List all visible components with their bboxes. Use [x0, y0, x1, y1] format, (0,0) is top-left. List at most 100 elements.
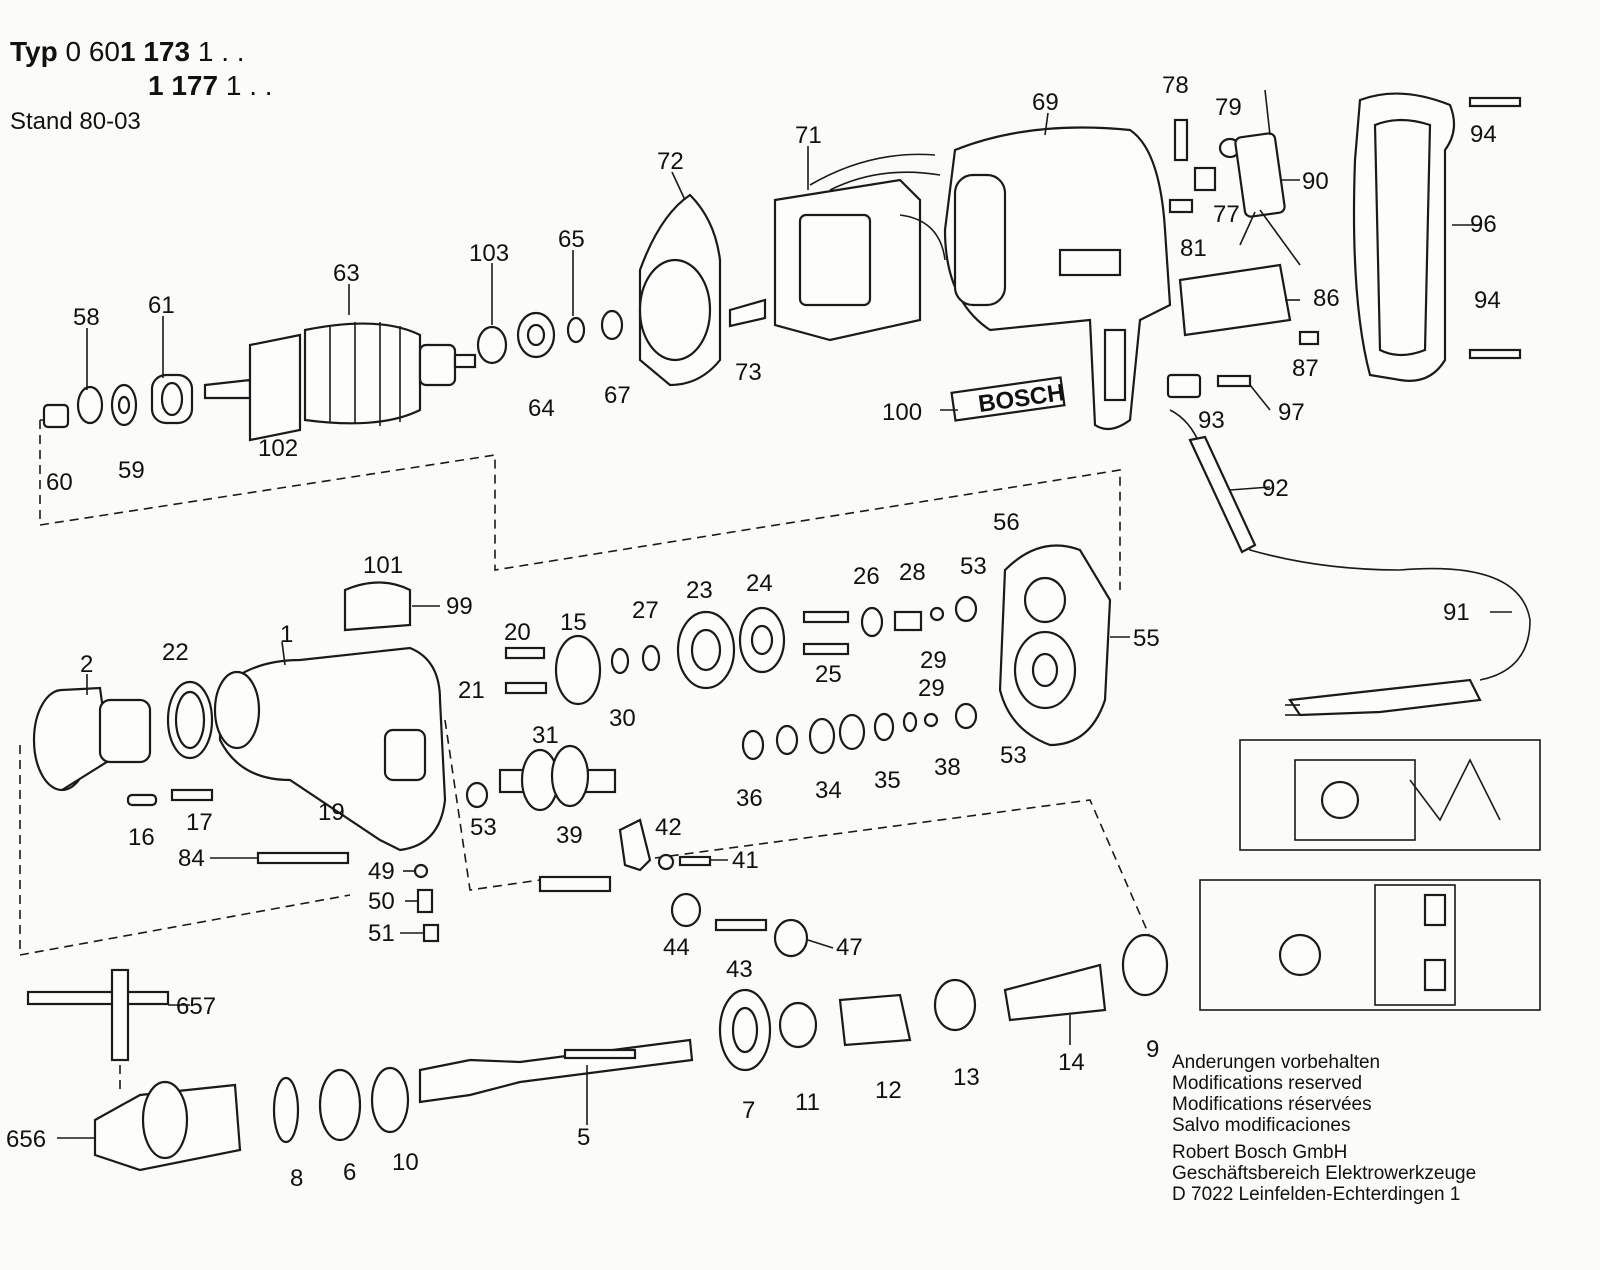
part-38-ring [902, 711, 918, 733]
label-part-61: 61 [148, 292, 175, 319]
part-94-screw-top [1468, 96, 1522, 108]
label-part-58: 58 [73, 304, 100, 331]
label-part-6: 6 [343, 1159, 356, 1186]
part-65-shape [566, 316, 586, 344]
part-47-knob [773, 918, 809, 958]
part-84-screw [256, 851, 350, 865]
plug-shape [1288, 678, 1482, 717]
note-es: Salvo modificaciones [1172, 1115, 1351, 1136]
switch-parts [1166, 89, 1320, 399]
part-44-knob [670, 892, 702, 928]
label-part-81: 81 [1180, 235, 1207, 262]
label-part-42: 42 [655, 814, 682, 841]
label-part-29-top: 29 [920, 647, 947, 674]
label-part-67: 67 [604, 382, 631, 409]
part-73-shape [728, 298, 767, 328]
label-part-28: 28 [899, 559, 926, 586]
brand-plate-text: BOSCH [977, 379, 1067, 418]
part-90-capacitor [1234, 132, 1286, 218]
part-35-washer [873, 712, 895, 742]
label-part-103: 103 [469, 240, 509, 267]
part-87-shape [1298, 330, 1320, 346]
part-10-washer [370, 1066, 410, 1134]
part-69-housing [943, 126, 1172, 431]
part-67-shape [600, 309, 624, 341]
label-part-84: 84 [178, 845, 205, 872]
label-part-60: 60 [46, 469, 73, 496]
part-34-washer-b [808, 717, 836, 755]
part-25-pin-bottom [802, 642, 850, 656]
label-part-64: 64 [528, 395, 555, 422]
part-63-armature [203, 322, 477, 442]
label-part-78: 78 [1162, 72, 1189, 99]
label-part-7: 7 [742, 1097, 755, 1124]
label-part-34: 34 [815, 777, 842, 804]
label-part-71: 71 [795, 122, 822, 149]
part-39-lever [538, 818, 652, 893]
part-55-gear-cover [998, 544, 1112, 747]
typ-label: Typ [10, 36, 58, 67]
stand-date: Stand 80-03 [10, 108, 141, 135]
part-34-washer-a [775, 724, 799, 756]
wiring-diagram-2 [1199, 879, 1541, 1011]
label-part-8: 8 [290, 1165, 303, 1192]
label-part-24: 24 [746, 570, 773, 597]
label-part-9: 9 [1146, 1036, 1159, 1063]
label-part-13: 13 [953, 1064, 980, 1091]
part-42-ring [657, 853, 675, 871]
part-86-switch [1178, 263, 1292, 337]
part-100-brand-plate: BOSCH [950, 376, 1067, 422]
part-12-clutch [838, 993, 912, 1047]
label-part-53-left: 53 [470, 814, 497, 841]
part-77-shape [1193, 166, 1217, 192]
part-11-bush [778, 1001, 818, 1049]
label-part-47: 47 [836, 934, 863, 961]
label-part-29-bottom: 29 [918, 675, 945, 702]
part-30-washer [610, 647, 630, 675]
part-29-washer [929, 606, 945, 622]
part-103-shape [476, 325, 508, 365]
label-part-77: 77 [1213, 201, 1240, 228]
label-part-56: 56 [993, 509, 1020, 536]
label-part-79: 79 [1215, 94, 1242, 121]
part-9-washer [1121, 933, 1169, 997]
label-part-36: 36 [736, 785, 763, 812]
label-part-91: 91 [1443, 599, 1470, 626]
typ-suffix: 1 . . [190, 36, 245, 67]
label-part-72: 72 [657, 148, 684, 175]
part-81-shape [1168, 198, 1194, 214]
part-43-screw [714, 918, 768, 932]
part-13-sleeve [933, 978, 977, 1032]
part-99-cover [343, 581, 412, 632]
label-part-25: 25 [815, 661, 842, 688]
label-part-69: 69 [1032, 89, 1059, 116]
part-17-spring [170, 788, 214, 802]
label-part-10: 10 [392, 1149, 419, 1176]
label-part-30: 30 [609, 705, 636, 732]
part-656-chuck [93, 1080, 242, 1172]
label-part-43: 43 [726, 956, 753, 983]
part-1-gear-housing [213, 646, 447, 852]
label-part-94-top: 94 [1470, 121, 1497, 148]
part-8-circlip [272, 1076, 300, 1144]
motor-row: BOSCH [42, 89, 1531, 717]
leader-lines [57, 112, 1512, 1139]
label-part-11: 11 [795, 1089, 820, 1116]
part-34-washer-c [838, 713, 866, 751]
part-5-spindle [418, 1038, 694, 1104]
label-part-51: 51 [368, 920, 395, 947]
typ-number-a: 0 60 [65, 36, 120, 67]
label-part-101: 101 [363, 552, 403, 579]
part-27-ring [641, 644, 661, 672]
label-part-657: 657 [176, 993, 216, 1020]
note-en: Modifications reserved [1172, 1073, 1363, 1094]
label-part-39: 39 [556, 822, 583, 849]
label-part-53-right: 53 [1000, 742, 1027, 769]
part-14-spring [1003, 963, 1107, 1022]
part-51-plug [422, 923, 440, 943]
label-part-26: 26 [853, 563, 880, 590]
part-94-screw-bottom [1468, 348, 1522, 360]
type-line-1: Typ 0 601 173 1 . . [10, 36, 245, 68]
label-part-20: 20 [504, 619, 531, 646]
